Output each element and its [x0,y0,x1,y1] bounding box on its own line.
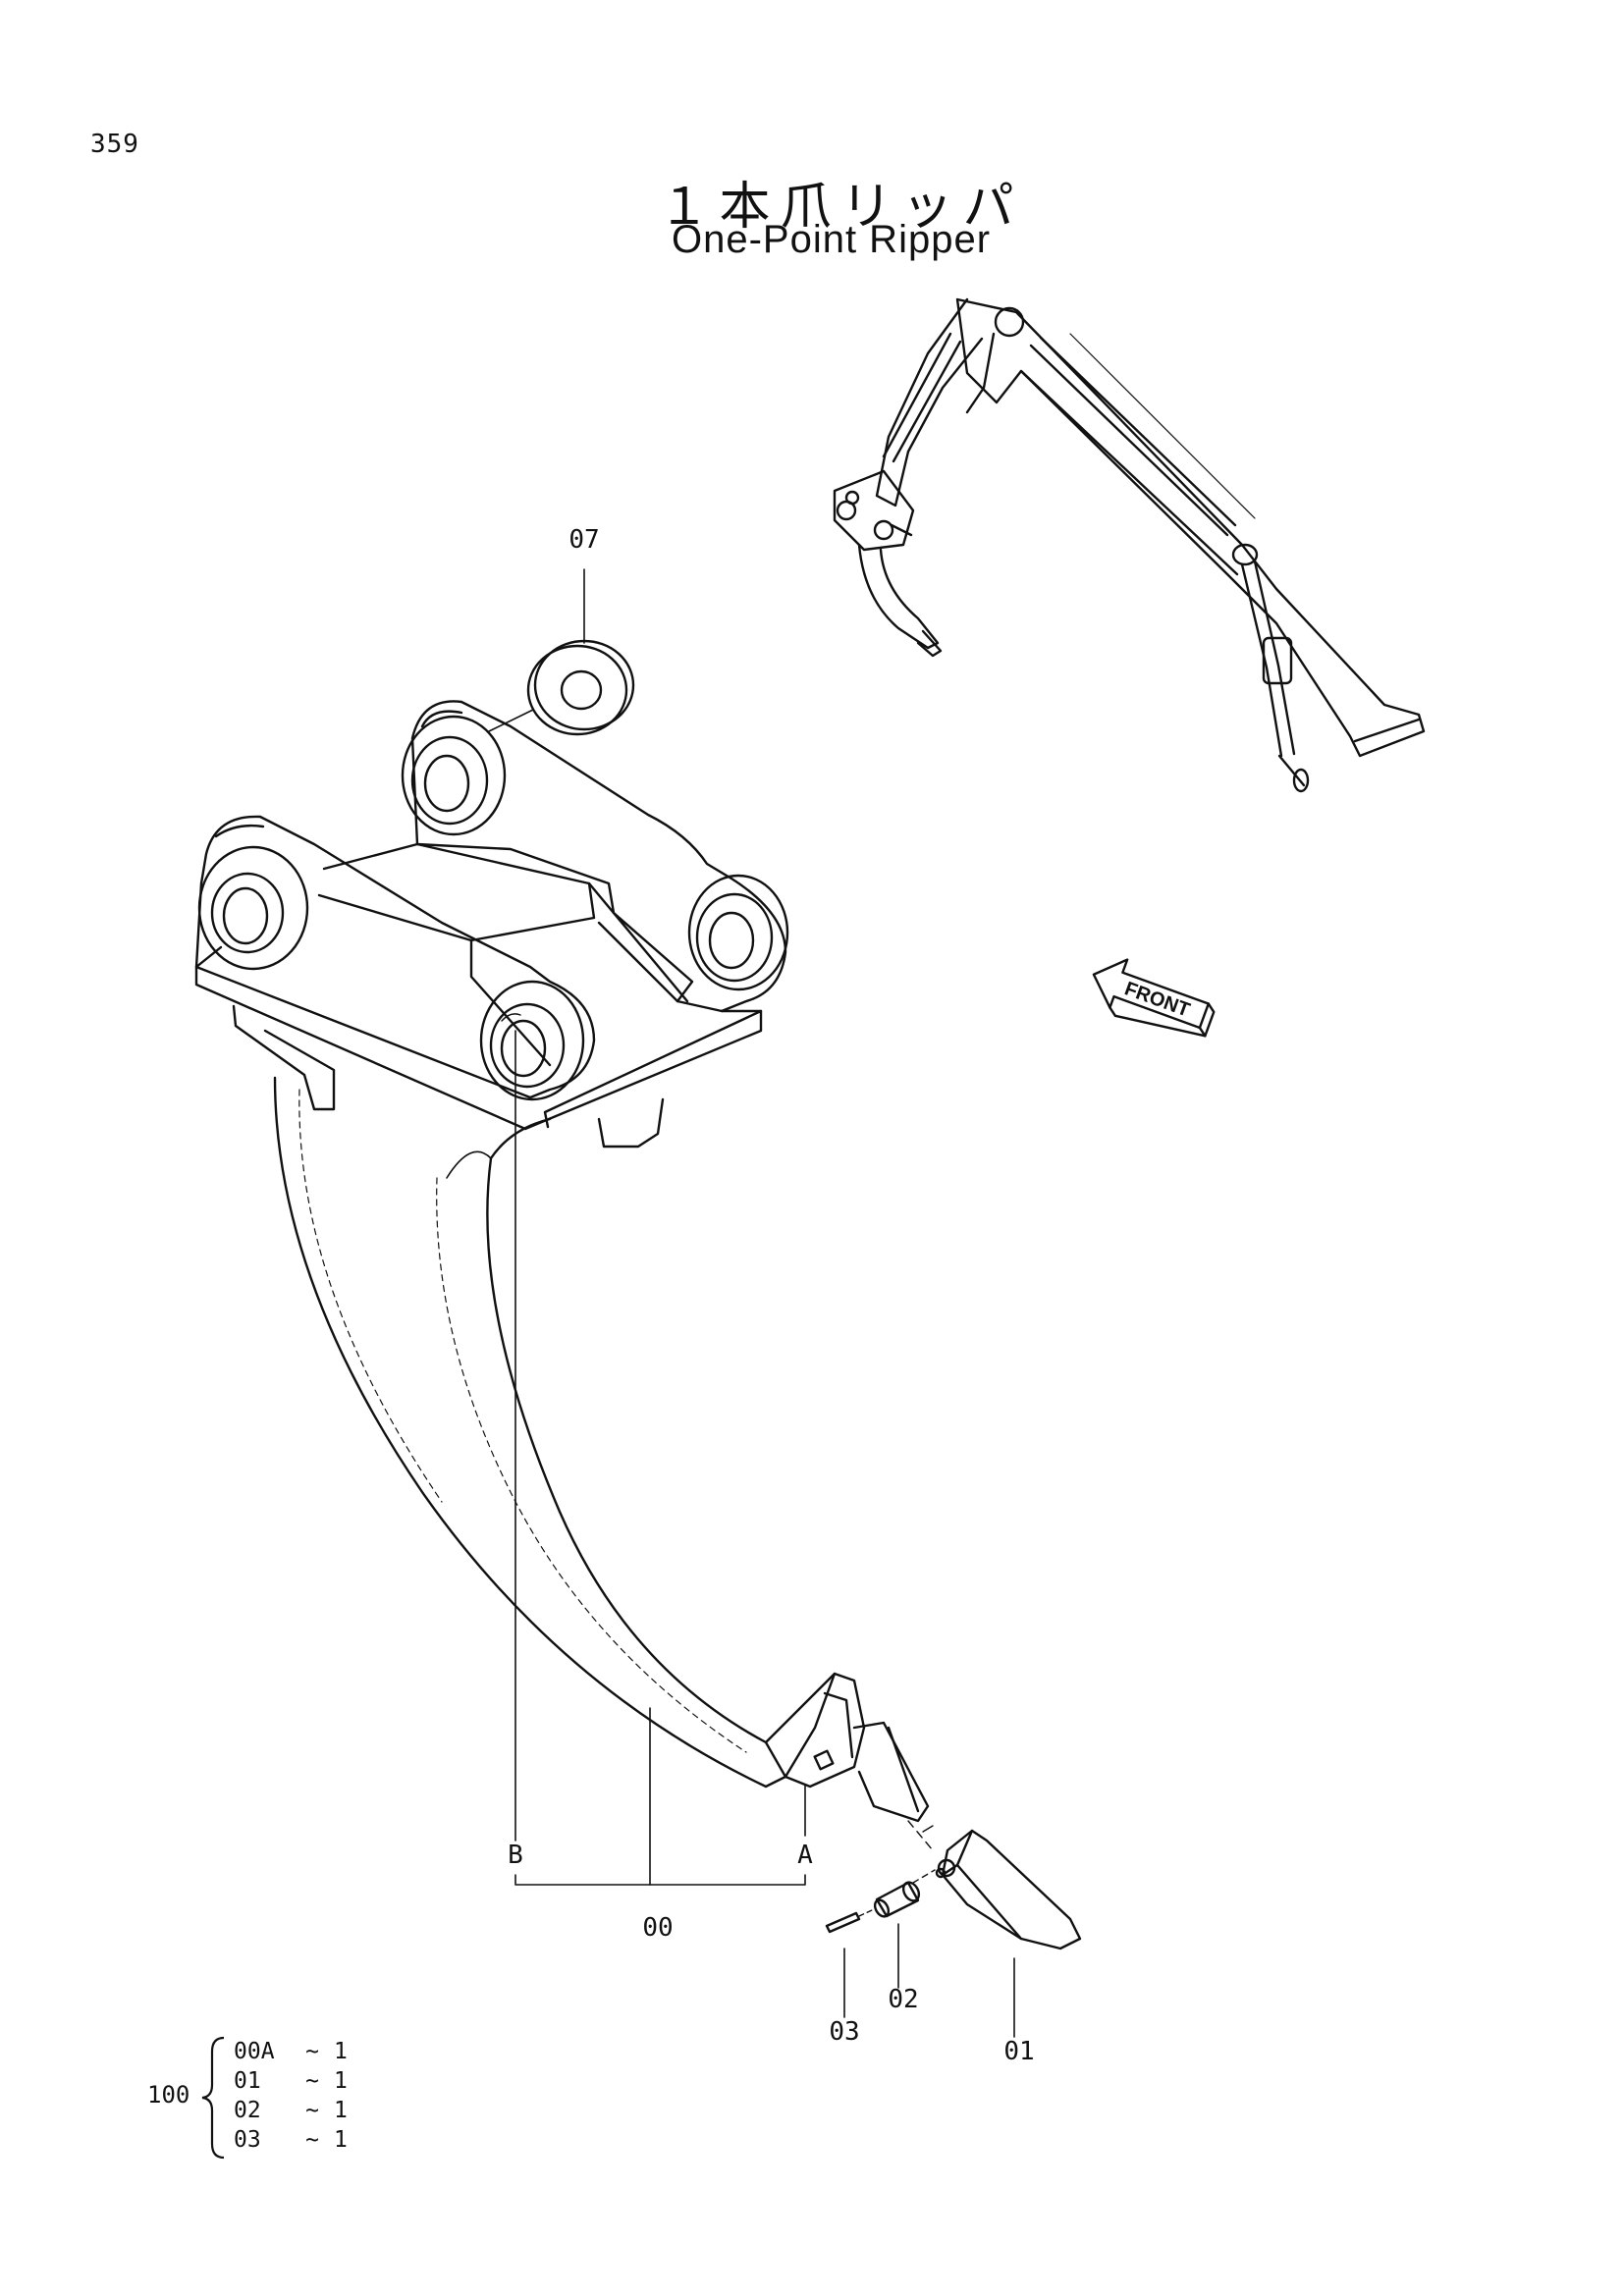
quantity: 1 [334,2127,348,2153]
quantity: 1 [334,2098,348,2123]
ripper-shank [273,1076,930,1823]
part-number: 01 [234,2068,261,2094]
lock-02 [873,1869,936,1989]
title-english: One-Point Ripper [671,218,992,261]
callout-03: 03 [829,2017,859,2047]
parts-list-row: 03 ~ 1 [234,2125,348,2155]
callout-00: 00 [642,1913,673,1943]
separator: ~ [305,2068,319,2094]
parts-group-number: 100 [147,2081,190,2109]
washer-07 [488,568,635,736]
part-number: 00A [234,2039,275,2064]
ripper-tip-01 [907,1820,1082,2038]
parts-list-row: 00A ~ 1 [234,2037,348,2066]
parts-list-row: 02 ~ 1 [234,2096,348,2125]
part-number: 03 [234,2127,261,2153]
ripper-bracket [194,700,789,1148]
page-number: 359 [90,130,139,159]
front-arrow-icon: FRONT [1092,958,1216,1038]
callout-02: 02 [888,1985,918,2014]
parts-list-row: 01 ~ 1 [234,2066,348,2096]
title-japanese: １本爪リッパ [658,178,1024,237]
separator: ~ [305,2039,319,2064]
callout-a: A [797,1841,813,1870]
separator: ~ [305,2098,319,2123]
leader-lines [514,1030,806,1886]
quantity: 1 [334,2039,348,2064]
excavator-arm-icon [833,297,1426,793]
parts-list: 00A ~ 1 01 ~ 1 02 ~ 1 03 ~ 1 [234,2037,348,2155]
callout-b: B [508,1841,523,1870]
brace-icon [201,2036,225,2160]
pin-03 [825,1909,873,2018]
separator: ~ [305,2127,319,2153]
callout-01: 01 [1003,2037,1034,2066]
part-number: 02 [234,2098,261,2123]
quantity: 1 [334,2068,348,2094]
callout-07: 07 [568,525,599,555]
